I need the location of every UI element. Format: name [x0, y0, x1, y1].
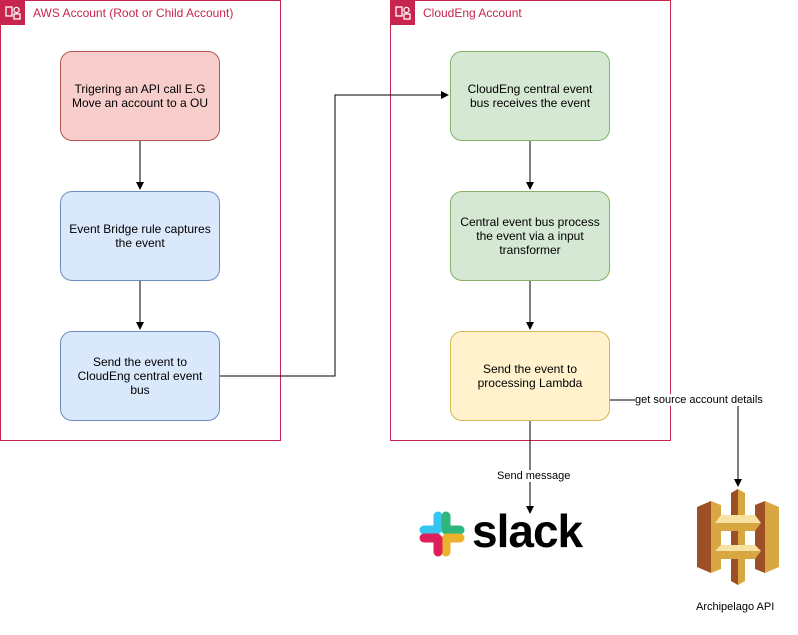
- send-to-lambda-text: Send the event to processing Lambda: [477, 362, 583, 390]
- get-source-details-label: get source account details: [635, 394, 763, 406]
- aws-account-group: AWS Account (Root or Child Account): [0, 0, 281, 441]
- eventbridge-rule-text: Event Bridge rule captures the event: [69, 222, 211, 250]
- bus-process-text: Central event bus process the event via …: [460, 215, 600, 257]
- api-gateway-icon: [697, 489, 779, 585]
- send-to-lambda-node: Send the event to processing Lambda: [450, 331, 610, 421]
- bus-process-node: Central event bus process the event via …: [450, 191, 610, 281]
- bus-receives-node: CloudEng central event bus receives the …: [450, 51, 610, 141]
- send-to-bus-text: Send the event to CloudEng central event…: [77, 355, 203, 397]
- slack-wordmark: slack: [472, 505, 583, 557]
- send-to-bus-node: Send the event to CloudEng central event…: [60, 331, 220, 421]
- account-group-icon: [1, 1, 25, 25]
- edge-lambda-to-api: [610, 399, 742, 487]
- account-group-icon: [391, 1, 415, 25]
- bus-receives-text: CloudEng central event bus receives the …: [467, 82, 593, 110]
- trigger-api-call-node: Trigering an API call E.G Move an accoun…: [60, 51, 220, 141]
- slack-logo-icon: [419, 511, 465, 557]
- trigger-api-call-text: Trigering an API call E.G Move an accoun…: [71, 82, 209, 110]
- archipelago-api-label: Archipelago API: [696, 601, 775, 613]
- eventbridge-rule-node: Event Bridge rule captures the event: [60, 191, 220, 281]
- cloudeng-account-group-label: CloudEng Account: [423, 6, 522, 20]
- send-message-label: Send message: [497, 470, 571, 482]
- aws-account-group-label: AWS Account (Root or Child Account): [33, 6, 234, 20]
- edge-send-to-bus: [220, 91, 449, 377]
